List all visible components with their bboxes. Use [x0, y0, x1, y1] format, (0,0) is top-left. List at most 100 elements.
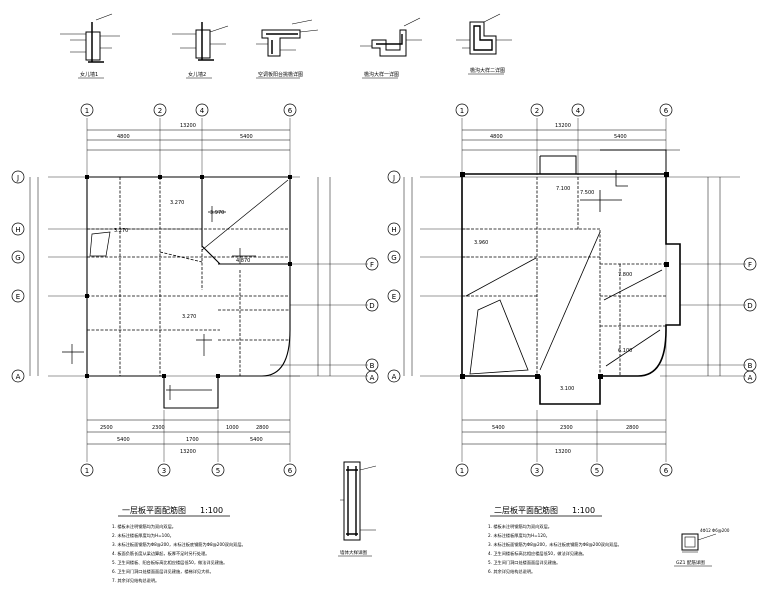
plan2-note-2: 2. 未标注楼板厚度均为H=120。	[488, 532, 550, 539]
plan2-title: 二层板平面配筋图	[494, 505, 558, 515]
plan1-axis-right-2: D	[369, 302, 374, 310]
plan1-title: 一层板平面配筋图	[122, 505, 186, 515]
section-caption: 墙体大样详图	[340, 549, 367, 556]
plan1-bottom-mid-3: 5400	[250, 437, 263, 443]
plan1-note-1: 1. 楼板未注明钢筋均为双向双层。	[112, 523, 176, 530]
plan2-bottom-axis-bubbles: 1 3 5 6	[455, 463, 673, 477]
plan2-bottom-dim-1: 5400	[492, 425, 505, 431]
plan1-axis-bottom-2: 3	[162, 467, 166, 475]
plan2-axis-right-2: D	[747, 302, 752, 310]
plan2-axis-bottom-4: 6	[664, 467, 669, 475]
plan2-axis-top-2: 2	[535, 107, 539, 115]
plan2-axis-top-3: 4	[576, 107, 581, 115]
plan2-slab-label-2: 7.500	[580, 190, 594, 196]
plan2-axis-bottom-3: 5	[595, 467, 599, 475]
plan1-slab-label-4: 3.970	[210, 210, 224, 216]
plan1-bottom-total: 13200	[180, 449, 196, 455]
plan1-note-2: 2. 未标注楼板厚度均为H=100。	[112, 532, 174, 539]
plan1-axis-top-1: 1	[85, 107, 89, 115]
plan1-axis-top-2: 2	[158, 107, 162, 115]
plan1-axis-left-3: G	[15, 254, 20, 262]
plan2-slab-label-5: 3.100	[560, 386, 574, 392]
plan2-axis-bottom-1: 1	[460, 467, 464, 475]
plan1-bottom-axis-bubbles: 1 3 5 6	[80, 463, 297, 477]
plan1-axis-right-1: F	[370, 261, 374, 269]
plan2-note-3: 3. 未标注板面钢筋为Φ8@200，未标注板底钢筋为Φ8@200双向双层。	[488, 541, 622, 548]
plan2-axis-bottom-2: 3	[535, 467, 539, 475]
plan1-slab-label-2: 3.270	[182, 314, 196, 320]
plan1-axis-left-2: H	[15, 226, 20, 234]
plan1-axis-right-3: B	[370, 362, 375, 370]
detail-parapet-1: 女儿墙1	[60, 13, 120, 79]
plan2-note-1: 1. 楼板未注明钢筋均为双向双层。	[488, 523, 552, 530]
plan2-right-axis-bubbles: F D B A	[743, 257, 757, 384]
plan1-axis-top-4: 6	[288, 107, 293, 115]
plan1-axis-bottom-3: 5	[216, 467, 220, 475]
plan2-axis-left-1: J	[392, 174, 395, 182]
plan1-note-5: 5. 卫生间楼板、阳台板标高比相应楼层低50，做法详见建施。	[112, 559, 227, 566]
plan1-slab-label-1: 3.270	[170, 200, 184, 206]
plan-2: 7.100 7.500 7.800 3.960 3.100 6.100 4800…	[387, 103, 757, 575]
plan2-top-total: 13200	[555, 123, 571, 129]
plan1-slab-label-3: 3.270	[114, 228, 128, 234]
plan1-note-6: 6. 卫生间门洞口处楼面面层详见建施，楼梯详见大样。	[112, 568, 214, 575]
plan2-axis-right-1: F	[748, 261, 752, 269]
detail-gutter-1: 檐沟大样一详图	[360, 17, 422, 79]
detail-parapet-2: 女儿墙2	[172, 22, 229, 79]
wall-section-detail: 墙体大样详图	[338, 461, 377, 557]
plan2-left-axis-bubbles: J H G E A	[387, 170, 401, 383]
plan2-axis-left-5: A	[392, 373, 397, 381]
plan2-axis-top-1: 1	[460, 107, 464, 115]
plan2-axis-left-3: G	[391, 254, 396, 262]
plan1-top-dim-1: 4800	[117, 134, 130, 140]
plan2-axis-left-4: E	[392, 293, 396, 301]
plan2-axis-right-4: A	[748, 374, 753, 382]
plan1-left-axis-bubbles: J H G E A	[11, 170, 25, 383]
plan1-bottom-mid-1: 5400	[117, 437, 130, 443]
plan1-axis-left-5: A	[16, 373, 21, 381]
plan2-bottom-dim-2: 2300	[560, 425, 573, 431]
plan1-bottom-dim-3: 1000	[226, 425, 239, 431]
plan2-note-5: 5. 卫生间门洞口处楼面面层详见建施。	[488, 559, 560, 566]
plan1-axis-bottom-4: 6	[288, 467, 293, 475]
detail-3-caption: 空调板阳台挑檐详图	[258, 71, 303, 78]
plan2-top-dim-2: 5400	[614, 134, 627, 140]
plan2-axis-right-3: B	[748, 362, 753, 370]
plan1-axis-left-4: E	[16, 293, 20, 301]
plan2-slab-label-1: 7.100	[556, 186, 570, 192]
plan2-bottom-total: 13200	[555, 449, 571, 455]
detail-eave: 空调板阳台挑檐详图	[256, 19, 319, 79]
plan2-axis-left-2: H	[391, 226, 396, 234]
plan1-axis-left-1: J	[16, 174, 19, 182]
plan2-top-axis-bubbles: 1 2 4 6	[455, 103, 673, 117]
plan2-note-4: 4. 卫生间楼板标高比相应楼层低50，做法详见建施。	[488, 550, 587, 557]
gz1-rebar-label: 4Φ12 Φ6@200	[700, 528, 730, 533]
plan1-axis-right-4: A	[370, 374, 375, 382]
plan2-scale: 1:100	[572, 506, 595, 515]
plan2-note-6: 6. 其余详见结构总说明。	[488, 568, 535, 575]
plan1-scale: 1:100	[200, 506, 223, 515]
plan1-bottom-dim-4: 2800	[256, 425, 269, 431]
plan1-right-axis-bubbles: F D B A	[365, 257, 379, 384]
detail-5-caption: 檐沟大样二详图	[470, 67, 505, 74]
detail-1-caption: 女儿墙1	[80, 71, 98, 78]
detail-gutter-2: 檐沟大样二详图	[456, 13, 512, 75]
plan1-note-7: 7. 其余详见结构总说明。	[112, 577, 159, 584]
plan2-slab-label-4: 3.960	[474, 240, 488, 246]
plan1-slab-label-5: 4.870	[236, 258, 250, 264]
plan1-top-axis-bubbles: 1 2 4 6	[80, 103, 297, 117]
plan1-note-3: 3. 未标注板面钢筋为Φ8@200，未标注板底钢筋为Φ8@200双向双层。	[112, 541, 246, 548]
gz1-caption: GZ1 配筋详图	[676, 559, 705, 566]
plan1-top-total: 13200	[180, 123, 196, 129]
plan1-note-4: 4. 板面负筋长度从梁边算起，板厚不足时另行处理。	[112, 550, 209, 557]
plan1-bottom-dim-2: 2300	[152, 425, 165, 431]
plan1-bottom-dim-1: 2500	[100, 425, 113, 431]
plan1-bottom-mid-2: 1700	[186, 437, 199, 443]
plan2-axis-top-4: 6	[664, 107, 669, 115]
gz1-detail: 4Φ12 Φ6@200 GZ1 配筋详图	[674, 528, 730, 567]
plan-1: 3.270 3.270 3.270 3.970 4.870 4800 5400 …	[11, 103, 379, 584]
detail-2-caption: 女儿墙2	[188, 71, 206, 78]
plan2-slab-label-3: 7.800	[618, 272, 632, 278]
plan1-axis-top-3: 4	[200, 107, 205, 115]
